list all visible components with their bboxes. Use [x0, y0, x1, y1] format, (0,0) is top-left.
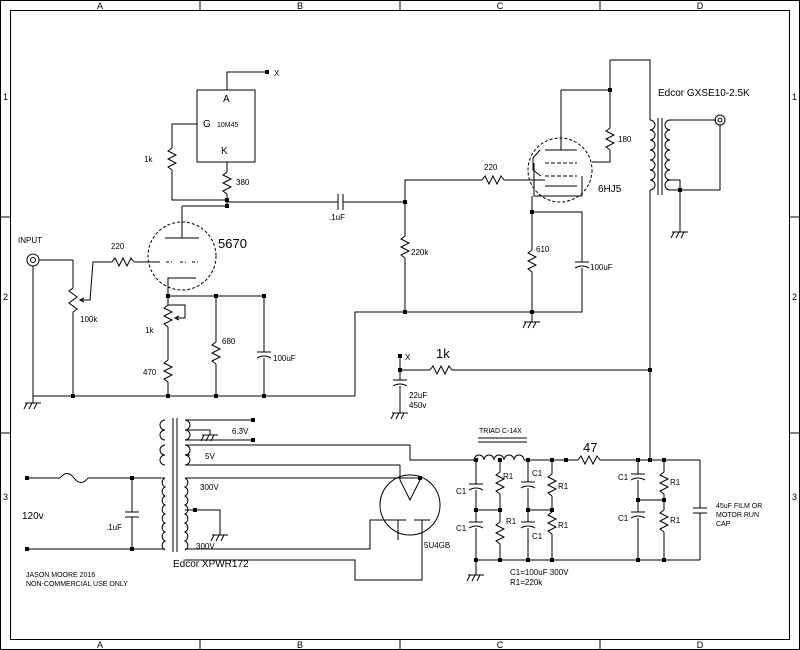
r1-label-3: R1 [558, 482, 569, 491]
volume-pot [68, 260, 110, 396]
filter-bank-1 [466, 458, 700, 582]
b-plus-filter-1k [390, 354, 652, 462]
coupling-cap [227, 194, 407, 210]
ic-part-label: 10M45 [217, 122, 239, 129]
c1-label-4: C1 [532, 532, 543, 541]
mains-input [25, 473, 165, 551]
power-transformer [159, 418, 420, 552]
ccs-10m45 [166, 70, 269, 208]
pwr-xfmr-label: Edcor XPWR172 [173, 559, 249, 570]
c1-label-5: C1 [618, 473, 629, 482]
r-in-label: 220 [111, 242, 125, 251]
c1-label-2: C1 [456, 524, 467, 533]
r1-label-5: R1 [670, 478, 681, 487]
hv-300-bot-label: 300V [196, 542, 215, 551]
ic-k-label: K [221, 146, 228, 157]
r1-label-2: R1 [506, 517, 517, 526]
grid-row-2-right: 2 [792, 292, 797, 302]
legend-r1: R1=220k [510, 578, 543, 587]
r-380-label: 380 [236, 178, 250, 187]
r-220-grid2-label: 220 [484, 163, 498, 172]
cap-100uf-2-label: 100uF [273, 354, 296, 363]
r-47-label: 47 [583, 440, 597, 455]
grid-col-b-top: B [297, 1, 303, 11]
tube-5670 [147, 206, 217, 296]
r-1k-mid-label: 1k [436, 346, 450, 361]
c1-label-6: C1 [618, 514, 629, 523]
pot-100k-label: 100k [80, 315, 98, 324]
grid-row-1-right: 1 [792, 92, 797, 102]
grid-col-d-bottom: D [697, 640, 704, 650]
r-1k-cath-label: 1k [145, 326, 154, 335]
tube-6hj5 [527, 90, 593, 203]
x-top-label: X [274, 69, 280, 78]
r1-label-6: R1 [670, 516, 681, 525]
grid-row-1-left: 1 [3, 92, 8, 102]
r1-label-1: R1 [503, 472, 514, 481]
grid-leak-220k [399, 179, 482, 314]
grid-col-a-bottom: A [97, 640, 103, 650]
rect-label: 5U4GB [424, 541, 450, 550]
grid-col-b-bottom: B [297, 640, 303, 650]
x-mid-label: X [405, 353, 411, 362]
ic-g-label: G [203, 119, 211, 130]
cap-01-label: .1uF [106, 523, 122, 532]
film-cap-label-1: 45uF FILM OR [716, 503, 762, 510]
grid-col-a-top: A [97, 1, 103, 11]
grid-row-2-left: 2 [3, 292, 8, 302]
ic-a-label: A [223, 94, 230, 105]
grid-row-3-left: 3 [3, 492, 8, 502]
rectifier-5u4gb [185, 445, 474, 581]
film-cap-label-2: MOTOR RUN [716, 512, 759, 519]
c1-label-3: C1 [532, 469, 543, 478]
cap-450v-label: 450v [409, 401, 426, 410]
output-transformer [649, 114, 726, 370]
legend-c1: C1=100uF 300V [510, 568, 569, 577]
cap-100uf-1-label: 100uF [590, 263, 613, 272]
cap-coupling-label: .1uF [329, 213, 345, 222]
r-610-label: 610 [536, 245, 550, 254]
cathode-5670 [23, 294, 405, 410]
r-180-label: 180 [618, 135, 632, 144]
cathode-6hj5 [405, 196, 590, 329]
author-line-1: JASON MOORE 2016 [26, 572, 95, 579]
choke-label: TRIAD C-14X [479, 428, 522, 435]
output-xfmr-label: Edcor GXSE10-2.5K [658, 88, 750, 99]
author-line-2: NON-COMMERCIAL USE ONLY [26, 581, 128, 588]
grid-col-c-bottom: C [497, 640, 504, 650]
grid-stopper-220 [481, 174, 532, 186]
filter-bank-2 [630, 458, 707, 562]
grid-col-d-top: D [697, 1, 704, 11]
hv-300-top-label: 300V [200, 483, 219, 492]
grid-labels: A B C D A B C D 1 2 3 1 2 3 [3, 1, 797, 650]
tube-5670-label: 5670 [218, 236, 247, 251]
r-220k-label: 220k [411, 248, 429, 257]
fil-63-label: 6.3V [232, 427, 249, 436]
input-label: INPUT [18, 236, 42, 245]
grid-col-c-top: C [497, 1, 504, 11]
r-680-label: 680 [222, 337, 236, 346]
cap-22uf-label: 22uF [409, 391, 427, 400]
input-jack [26, 253, 73, 396]
film-cap-label-3: CAP [716, 521, 731, 528]
mains-label: 120v [22, 511, 44, 522]
choke-c14x [473, 437, 700, 466]
grid-resistor-220 [110, 256, 160, 268]
fil-5-label: 5V [205, 452, 215, 461]
r-1k-grid-label: 1k [144, 155, 153, 164]
tube-6hj5-label: 6HJ5 [598, 184, 622, 195]
plate-supply-line [561, 59, 651, 163]
r1-label-4: R1 [558, 521, 569, 530]
c1-label-1: C1 [456, 487, 467, 496]
r-470-label: 470 [143, 368, 157, 377]
grid-row-3-right: 3 [792, 492, 797, 502]
